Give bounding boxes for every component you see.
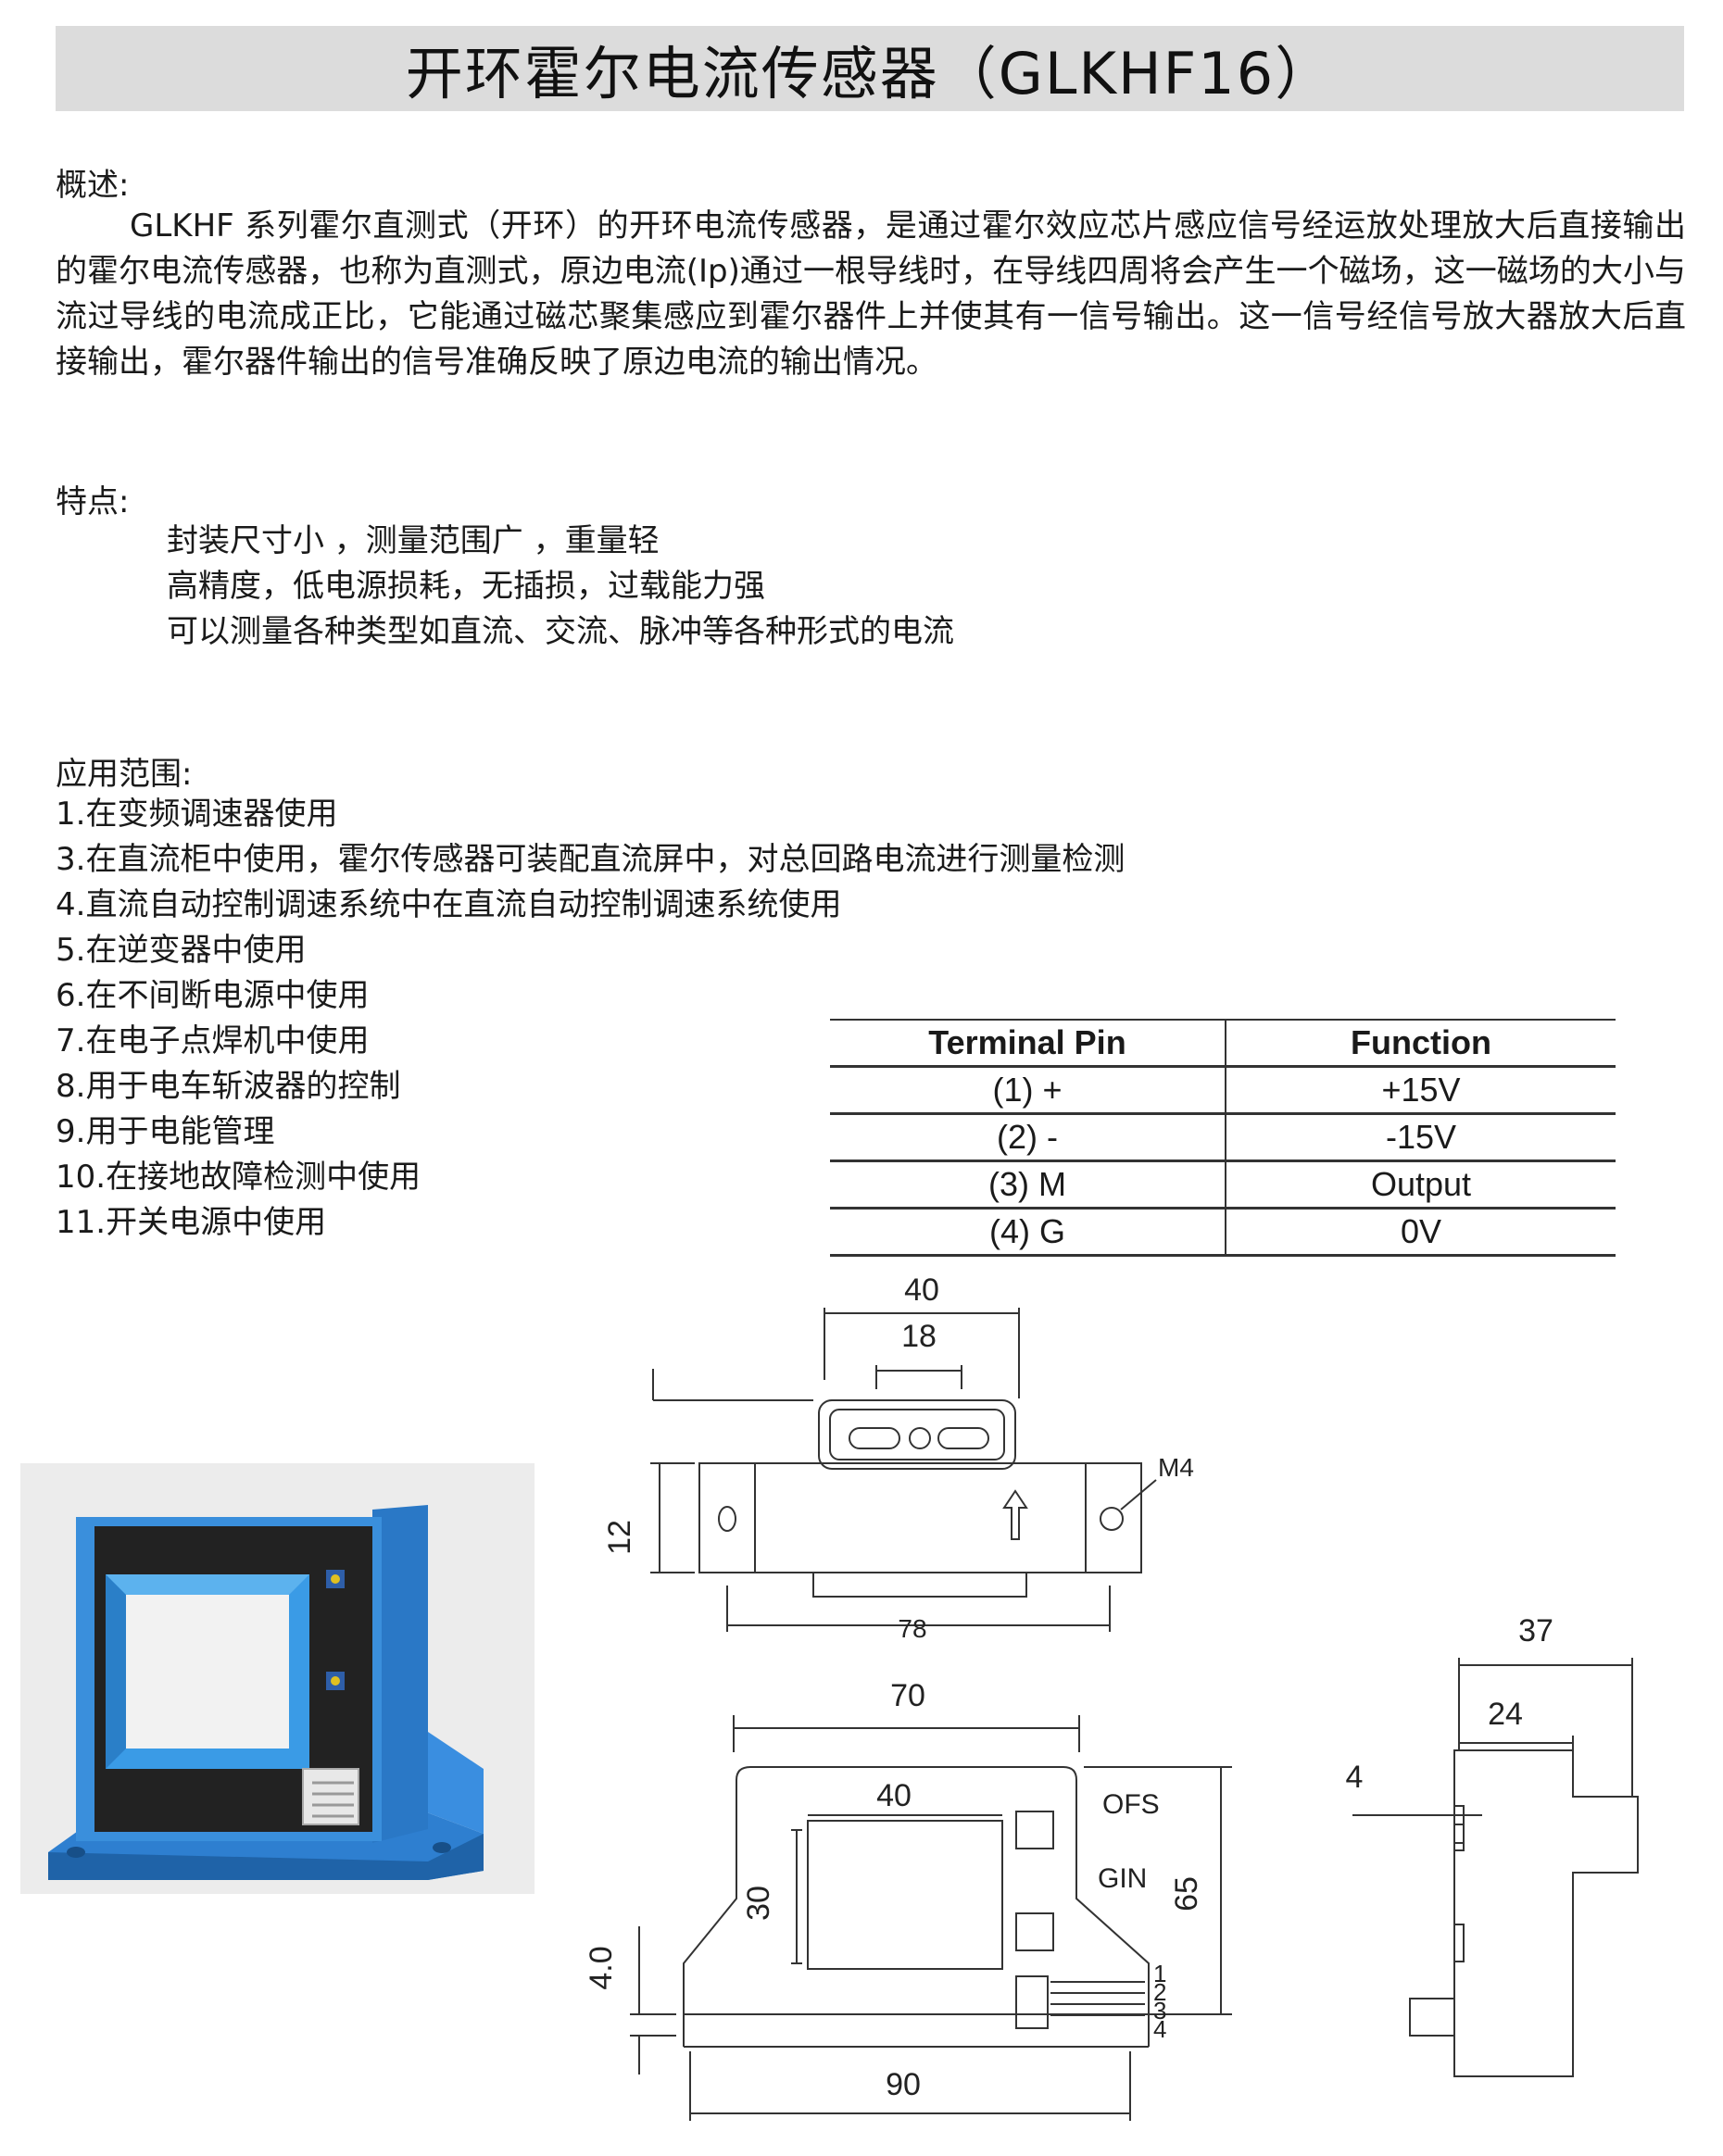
product-photo — [20, 1463, 535, 1894]
application-item: 10.在接地故障检测中使用 — [56, 1159, 421, 1196]
dim-label: 4 — [1346, 1760, 1364, 1795]
feature-item: 可以测量各种类型如直流、交流、脉冲等各种形式的电流 — [167, 613, 954, 650]
page-title: 开环霍尔电流传感器（GLKHF16） — [405, 40, 1335, 107]
gin-label: GIN — [1098, 1863, 1147, 1894]
table-cell: +15V — [1226, 1066, 1616, 1115]
dim-label: 40 — [876, 1778, 912, 1813]
table-row: (4) G 0V — [830, 1208, 1616, 1257]
table-row: (2) - -15V — [830, 1113, 1616, 1162]
application-item: 5.在逆变器中使用 — [56, 932, 307, 969]
feature-item: 高精度，低电源损耗，无插损，过载能力强 — [167, 568, 765, 605]
application-item: 6.在不间断电源中使用 — [56, 977, 370, 1014]
application-item: 8.用于电车斩波器的控制 — [56, 1068, 401, 1105]
applications-heading: 应用范围: — [56, 756, 193, 793]
dim-label: 30 — [741, 1886, 776, 1921]
front-view — [630, 1715, 1232, 2121]
application-item: 11.开关电源中使用 — [56, 1204, 327, 1241]
table-cell: -15V — [1226, 1113, 1616, 1162]
column-header: Function — [1226, 1019, 1616, 1068]
applications-list: 1.在变频调速器使用 3.在直流柜中使用，霍尔传感器可装配直流屏中，对总回路电流… — [56, 792, 1125, 1246]
application-item: 7.在电子点焊机中使用 — [56, 1022, 370, 1059]
application-item: 3.在直流柜中使用，霍尔传感器可装配直流屏中，对总回路电流进行测量检测 — [56, 841, 1126, 878]
table-cell: (3) M — [830, 1160, 1226, 1210]
terminal-pin-table: Terminal Pin Function (1) + +15V (2) - -… — [830, 1019, 1616, 1257]
overview-heading: 概述: — [56, 167, 130, 204]
table-cell: (2) - — [830, 1113, 1226, 1162]
features-list: 封装尺寸小 ，测量范围广 ，重量轻 高精度，低电源损耗，无插损，过载能力强 可以… — [167, 519, 954, 655]
table-cell: Output — [1226, 1160, 1616, 1210]
side-view — [1352, 1658, 1639, 2077]
sensor-illustration — [48, 1505, 484, 1880]
dim-label: 90 — [886, 2067, 921, 2102]
dim-label: 37 — [1518, 1613, 1553, 1648]
pin-number: 2 — [1153, 1978, 1166, 2006]
ofs-label: OFS — [1102, 1789, 1160, 1820]
table-row: (1) + +15V — [830, 1066, 1616, 1115]
overview-body: GLKHF 系列霍尔直测式（开环）的开环电流传感器，是通过霍尔效应芯片感应信号经… — [56, 207, 1686, 381]
dim-label: 12 — [602, 1520, 637, 1555]
dim-label: 4.0 — [584, 1946, 619, 1989]
features-heading: 特点: — [56, 483, 130, 520]
feature-item: 封装尺寸小 ，测量范围广 ，重量轻 — [167, 522, 660, 559]
table-cell: (4) G — [830, 1208, 1226, 1257]
dim-label: 65 — [1169, 1876, 1204, 1912]
application-item: 1.在变频调速器使用 — [56, 796, 338, 833]
table-cell: 0V — [1226, 1208, 1616, 1257]
dim-label: 70 — [890, 1678, 925, 1713]
dim-label: 40 — [904, 1272, 939, 1308]
pin-number: 4 — [1153, 2015, 1166, 2043]
table-header-row: Terminal Pin Function — [830, 1019, 1616, 1068]
title-bar: 开环霍尔电流传感器（GLKHF16） — [56, 26, 1684, 111]
application-item: 9.用于电能管理 — [56, 1113, 275, 1150]
top-view — [650, 1308, 1157, 1632]
column-header: Terminal Pin — [830, 1019, 1226, 1068]
pin-number: 1 — [1153, 1960, 1166, 1987]
table-cell: (1) + — [830, 1066, 1226, 1115]
application-item: 4.直流自动控制调速系统中在直流自动控制调速系统使用 — [56, 886, 842, 923]
dim-label: 18 — [901, 1319, 937, 1354]
dim-label: 78 — [898, 1614, 926, 1643]
thread-label: M4 — [1158, 1453, 1194, 1482]
dim-label: 24 — [1488, 1697, 1523, 1732]
table-row: (3) M Output — [830, 1160, 1616, 1210]
pin-number: 3 — [1153, 1997, 1166, 2024]
